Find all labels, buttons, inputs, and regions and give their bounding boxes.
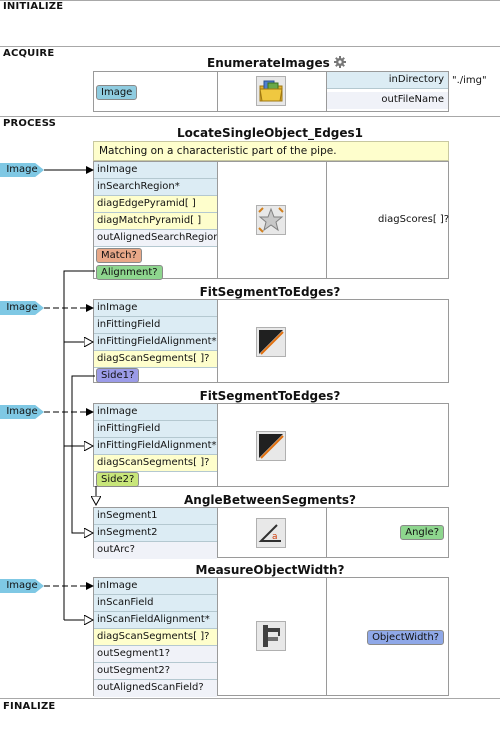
section-divider [0,698,500,699]
fit1-filter[interactable]: inImage inFittingField inFittingFieldAli… [93,299,449,383]
fit2-title[interactable]: FitSegmentToEdges? [199,389,341,403]
port-out-arc[interactable]: outArc? [94,542,217,559]
port-in-fitting-field[interactable]: inFittingField [94,317,217,334]
port-in-segment1[interactable]: inSegment1 [94,508,217,525]
fit-segment-icon [256,327,286,357]
port-in-image[interactable]: inImage [94,300,217,317]
section-divider [0,0,500,1]
port-out-segment1[interactable]: outSegment1? [94,646,217,663]
out-file-name-port[interactable]: outFileName [327,92,448,109]
port-object-width[interactable]: ObjectWidth? [367,630,444,645]
port-in-segment2[interactable]: inSegment2 [94,525,217,542]
column-divider [217,404,218,486]
external-image-input-measure[interactable]: Image [0,579,44,593]
output-image-port[interactable]: Image [96,85,138,100]
column-divider [326,162,327,278]
port-diag-edge-pyramid[interactable]: diagEdgePyramid[ ] [94,196,217,213]
column-divider [217,162,218,278]
folder-images-icon [256,76,286,106]
port-alignment[interactable]: Alignment? [96,265,163,280]
external-image-input-locate[interactable]: Image [0,163,44,177]
section-process: PROCESS [3,118,57,129]
in-directory-port[interactable]: inDirectory [327,72,448,89]
locate-filter[interactable]: inImage inSearchRegion* diagEdgePyramid[… [93,161,450,280]
fit-segment-icon [256,431,286,461]
port-in-image[interactable]: inImage [94,578,217,595]
port-diag-match-pyramid[interactable]: diagMatchPyramid[ ] [94,213,217,230]
port-in-search-region[interactable]: inSearchRegion* [94,179,217,196]
port-in-fitting-field-alignment[interactable]: inFittingFieldAlignment* [94,334,217,351]
angle-filter[interactable]: inSegment1 inSegment2 outArc? a Angle? [93,507,449,559]
section-acquire: ACQUIRE [3,48,55,59]
fit2-filter[interactable]: inImage inFittingField inFittingFieldAli… [93,403,449,487]
port-in-image[interactable]: inImage [94,162,217,179]
gear-icon[interactable] [333,56,346,71]
section-divider [0,46,500,47]
port-diag-scan-segments[interactable]: diagScanSegments[ ]? [94,351,217,368]
in-directory-value[interactable]: "./img" [452,75,487,86]
filter-name: EnumerateImages [207,56,330,70]
template-match-icon [256,205,286,235]
port-in-scan-field[interactable]: inScanField [94,595,217,612]
column-divider [217,300,218,382]
locate-description: Matching on a characteristic part of the… [93,141,449,161]
fit1-title[interactable]: FitSegmentToEdges? [199,285,341,299]
column-divider [326,508,327,557]
column-divider [217,508,218,557]
port-side2[interactable]: Side2? [96,472,140,487]
port-diag-scan-segments[interactable]: diagScanSegments[ ]? [94,629,217,646]
column-divider [217,72,218,111]
port-in-fitting-field-alignment[interactable]: inFittingFieldAlignment* [94,438,217,455]
port-out-aligned-scan-field[interactable]: outAlignedScanField? [94,680,217,697]
column-divider [326,72,327,111]
locate-title[interactable]: LocateSingleObject_Edges1 [176,126,364,140]
port-angle[interactable]: Angle? [400,525,444,540]
enumerate-images-title[interactable]: EnumerateImages [207,56,346,71]
port-out-segment2[interactable]: outSegment2? [94,663,217,680]
port-out-aligned-search-region[interactable]: outAlignedSearchRegion [94,230,217,247]
port-diag-scan-segments[interactable]: diagScanSegments[ ]? [94,455,217,472]
section-initialize: INITIALIZE [3,1,64,12]
enumerate-images-filter[interactable]: Image inDirectory outFileName [93,71,449,112]
external-image-input-fit2[interactable]: Image [0,405,44,419]
port-in-scan-field-alignment[interactable]: inScanFieldAlignment* [94,612,217,629]
port-in-fitting-field[interactable]: inFittingField [94,421,217,438]
column-divider [326,578,327,695]
angle-icon: a [256,518,286,548]
external-image-input-fit1[interactable]: Image [0,301,44,315]
caliper-icon [256,621,286,651]
angle-title[interactable]: AngleBetweenSegments? [184,493,356,507]
section-divider [0,116,500,117]
diag-scores-port[interactable]: diagScores[ ]? [378,214,450,225]
port-side1[interactable]: Side1? [96,368,140,383]
measure-filter[interactable]: inImage inScanField inScanFieldAlignment… [93,577,449,697]
port-in-image[interactable]: inImage [94,404,217,421]
measure-title[interactable]: MeasureObjectWidth? [195,563,345,577]
column-divider [217,578,218,695]
section-finalize: FINALIZE [3,701,56,712]
svg-text:a: a [272,532,278,542]
port-match[interactable]: Match? [96,248,142,263]
